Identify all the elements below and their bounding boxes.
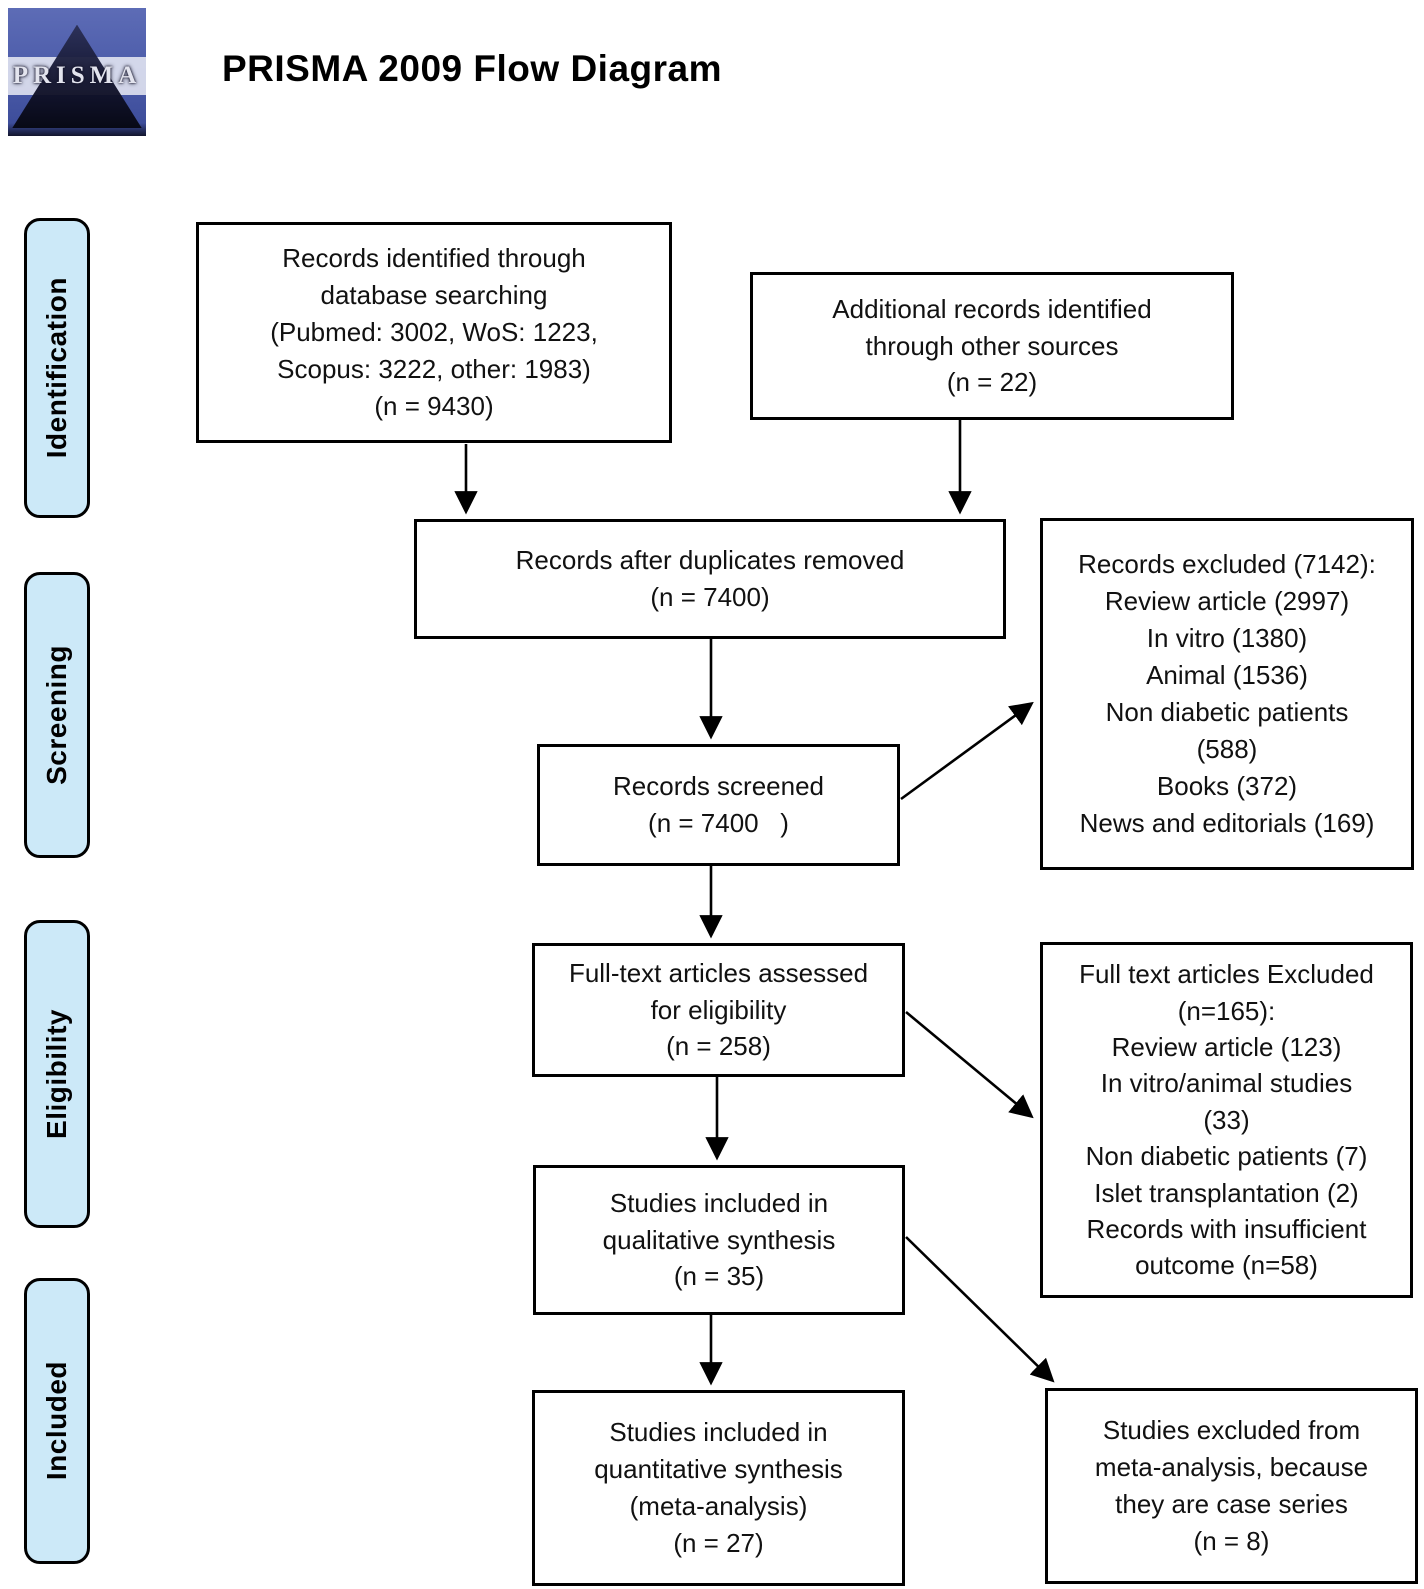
arrow-qualitative-to-metaexcluded [905,1236,1055,1383]
page-title: PRISMA 2009 Flow Diagram [222,48,722,89]
box-excluded-meta-analysis: Studies excluded from meta-analysis, bec… [1045,1388,1418,1584]
arrow-fulltext-to-ftexcluded [905,1011,1034,1119]
box-records-screened: Records screened (n = 7400 ) [537,744,900,866]
box-fulltext-excluded: Full text articles Excluded (n=165): Rev… [1040,942,1413,1298]
stage-label: Identification [41,277,72,459]
stage-included: Included [24,1278,90,1564]
stage-label: Included [41,1361,72,1481]
box-qualitative-synthesis: Studies included in qualitative synthesi… [533,1165,905,1315]
arrow-screened-to-excluded [900,701,1034,801]
box-records-excluded: Records excluded (7142): Review article … [1040,518,1414,870]
stage-identification: Identification [24,218,90,518]
box-additional-records: Additional records identified through ot… [750,272,1234,420]
logo-wordmark: PRISMA [12,61,142,89]
logo-base-shadow [8,123,146,136]
stage-label: Eligibility [41,1009,72,1139]
stage-label: Screening [41,645,72,785]
prisma-logo: PRISMA [8,8,146,136]
box-fulltext-assessed: Full-text articles assessed for eligibil… [532,943,905,1077]
box-records-identified: Records identified through database sear… [196,222,672,443]
stage-screening: Screening [24,572,90,858]
stage-eligibility: Eligibility [24,920,90,1228]
box-duplicates-removed: Records after duplicates removed (n = 74… [414,519,1006,639]
box-quantitative-synthesis: Studies included in quantitative synthes… [532,1390,905,1586]
